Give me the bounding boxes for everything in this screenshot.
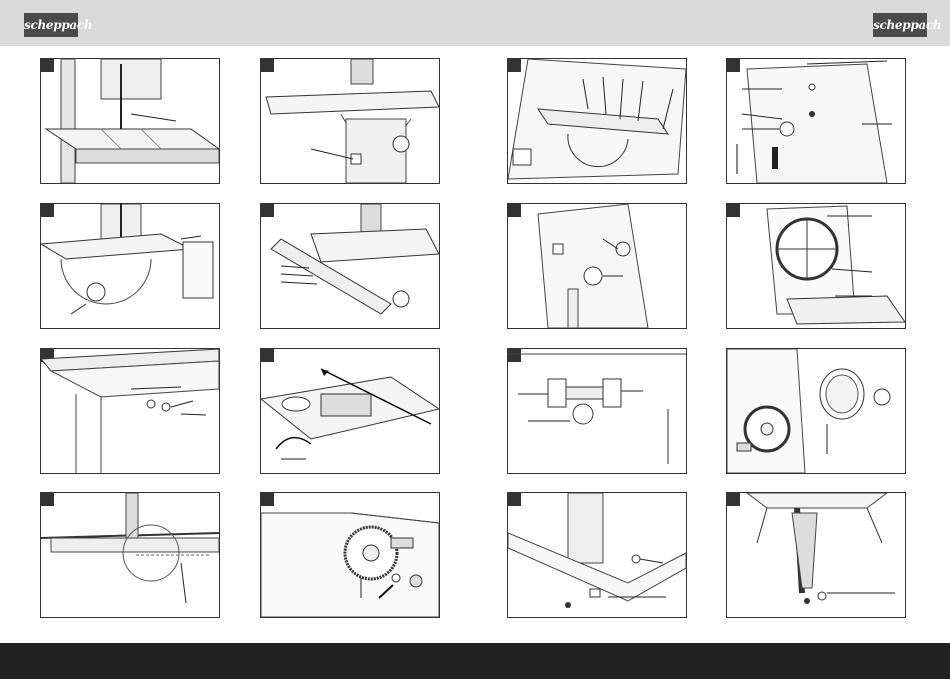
figure-panel [726,492,906,618]
figure-panel [726,58,906,184]
figure-panel [260,492,440,618]
brand-logo: scheppach [873,13,927,37]
illustration-miter-gauge [261,349,439,473]
illustration-stand-legs [727,493,905,617]
illustration-fence-rail [41,349,219,473]
figure-panel [40,203,220,329]
illustration-worktable [261,59,439,183]
figure-panel [40,348,220,474]
illustration-fence-top [41,493,219,617]
figure-panel [260,203,440,329]
figure-panel [507,492,687,618]
figure-panel [507,348,687,474]
footer-bar [0,643,950,679]
illustration-blade-tension [508,204,686,328]
illustration-table-saw [41,59,219,183]
illustration-upper-housing [727,59,905,183]
illustration-table-tilt [41,204,219,328]
figure-panel [726,203,906,329]
illustration-base-cabinet [508,493,686,617]
figure-panel [40,58,220,184]
illustration-handwheel-assembly [261,493,439,617]
illustration-upper-wheel [727,204,905,328]
figure-panel [726,348,906,474]
brand-logo: scheppach [24,13,78,37]
figure-panel [507,203,687,329]
illustration-dust-port-handwheel [727,349,905,473]
figure-panel [260,58,440,184]
illustration-miter-scale [508,59,686,183]
illustration-rip-fence [261,204,439,328]
figure-panel [507,58,687,184]
figure-panel [260,348,440,474]
figure-panel [40,492,220,618]
illustration-blade-guides [508,349,686,473]
header-bar [0,0,950,46]
